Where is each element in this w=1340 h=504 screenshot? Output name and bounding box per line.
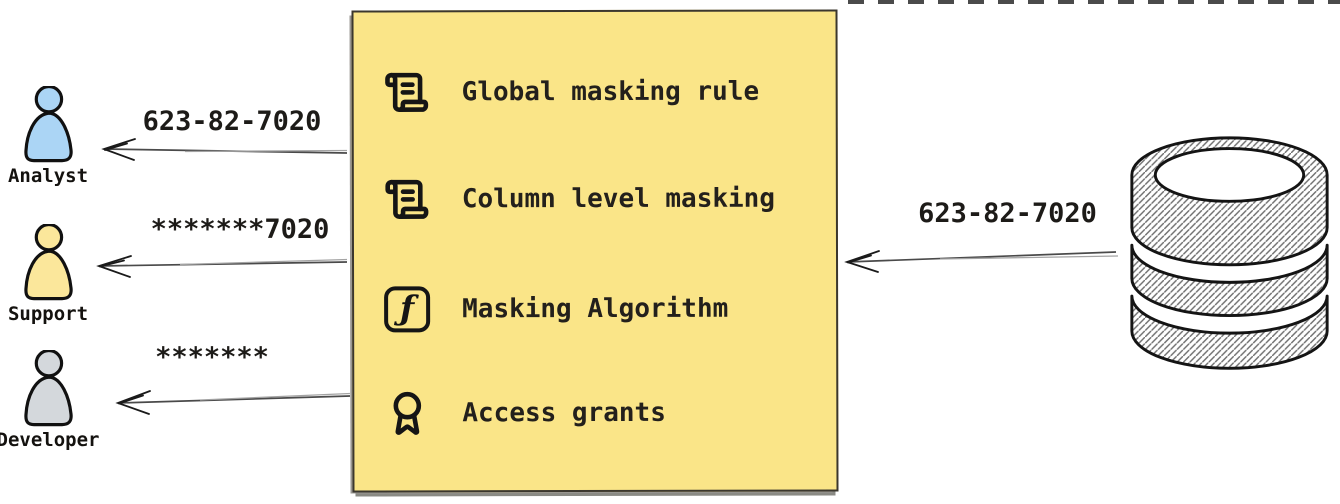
arrow-panel-to-developer (115, 390, 351, 415)
rule-row-global-masking: Global masking rule (384, 67, 760, 118)
persona-developer: Developer (0, 350, 100, 451)
rule-label: Masking Algorithm (462, 293, 729, 325)
function-glyph: ƒ (399, 287, 415, 327)
arrow-panel-to-analyst (101, 138, 348, 161)
db-value-label: 623-82-7020 (918, 198, 1097, 229)
persona-analyst: Analyst (0, 86, 96, 187)
masked-value-support: *******7020 (150, 214, 330, 245)
rule-label: Global masking rule (461, 76, 760, 108)
person-icon (24, 224, 73, 301)
arrow-db-to-panel (844, 250, 1119, 273)
rule-row-masking-algorithm: ƒ Masking Algorithm (384, 284, 728, 335)
person-icon (24, 86, 73, 163)
scroll-text-icon (384, 176, 430, 222)
rule-row-column-masking: Column level masking (384, 174, 775, 225)
scroll-text-icon (384, 69, 430, 115)
masked-value-developer: ******* (155, 342, 269, 373)
persona-label: Developer (0, 429, 100, 451)
persona-label: Support (7, 303, 89, 325)
masked-value-analyst: 623-82-7020 (142, 106, 322, 137)
database-icon (1126, 122, 1333, 390)
masking-rules-panel: Global masking rule Column level masking… (351, 9, 839, 493)
rule-row-access-grants: Access grants (384, 388, 666, 439)
arrow-panel-to-support (96, 255, 348, 278)
persona-label: Analyst (7, 165, 89, 187)
person-icon (24, 350, 73, 427)
top-dashed-line (848, 0, 1340, 4)
persona-support: Support (0, 224, 96, 325)
function-square-icon: ƒ (384, 286, 431, 333)
award-icon (384, 390, 430, 436)
rule-label: Column level masking (461, 183, 776, 215)
rule-label: Access grants (462, 397, 666, 429)
